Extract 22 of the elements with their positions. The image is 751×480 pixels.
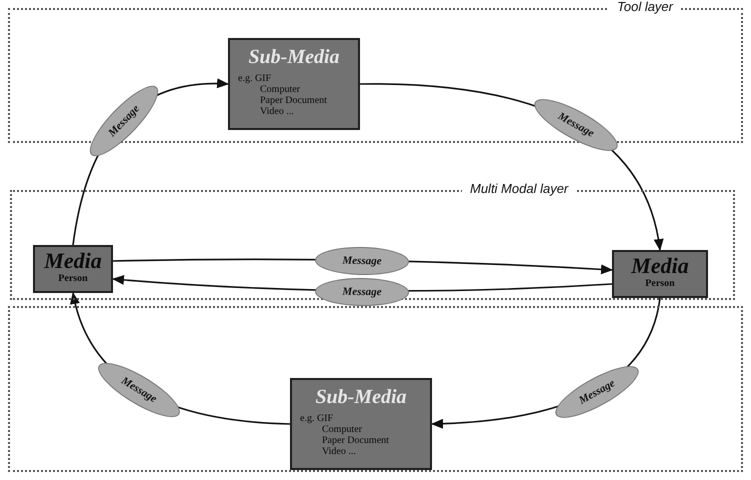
- edge-label: Message: [315, 246, 410, 276]
- process-box: [228, 38, 360, 130]
- list-item: Computer: [321, 424, 363, 435]
- layer-title: Multi Modal layer: [462, 181, 576, 196]
- list-item: e.g. GIF: [238, 73, 272, 84]
- process-box: [612, 250, 708, 298]
- box-subtitle: Person: [645, 278, 675, 289]
- list-item: Paper Document: [259, 95, 328, 106]
- list-item: Video ...: [321, 446, 357, 457]
- box-subtitle: Person: [58, 273, 88, 284]
- box-title: Sub-Media: [248, 46, 340, 69]
- box-title: Media: [44, 249, 102, 273]
- box-title: Sub-Media: [315, 386, 407, 409]
- process-box: [33, 245, 113, 293]
- layer-title: Tool layer: [609, 0, 681, 14]
- list-item: Computer: [259, 84, 301, 95]
- list-item: e.g. GIF: [300, 413, 334, 424]
- box-title: Media: [631, 254, 689, 278]
- process-box: [290, 378, 432, 470]
- edge-label: Message: [315, 277, 410, 306]
- list-item: Paper Document: [321, 435, 390, 446]
- list-item: Video ...: [259, 106, 295, 117]
